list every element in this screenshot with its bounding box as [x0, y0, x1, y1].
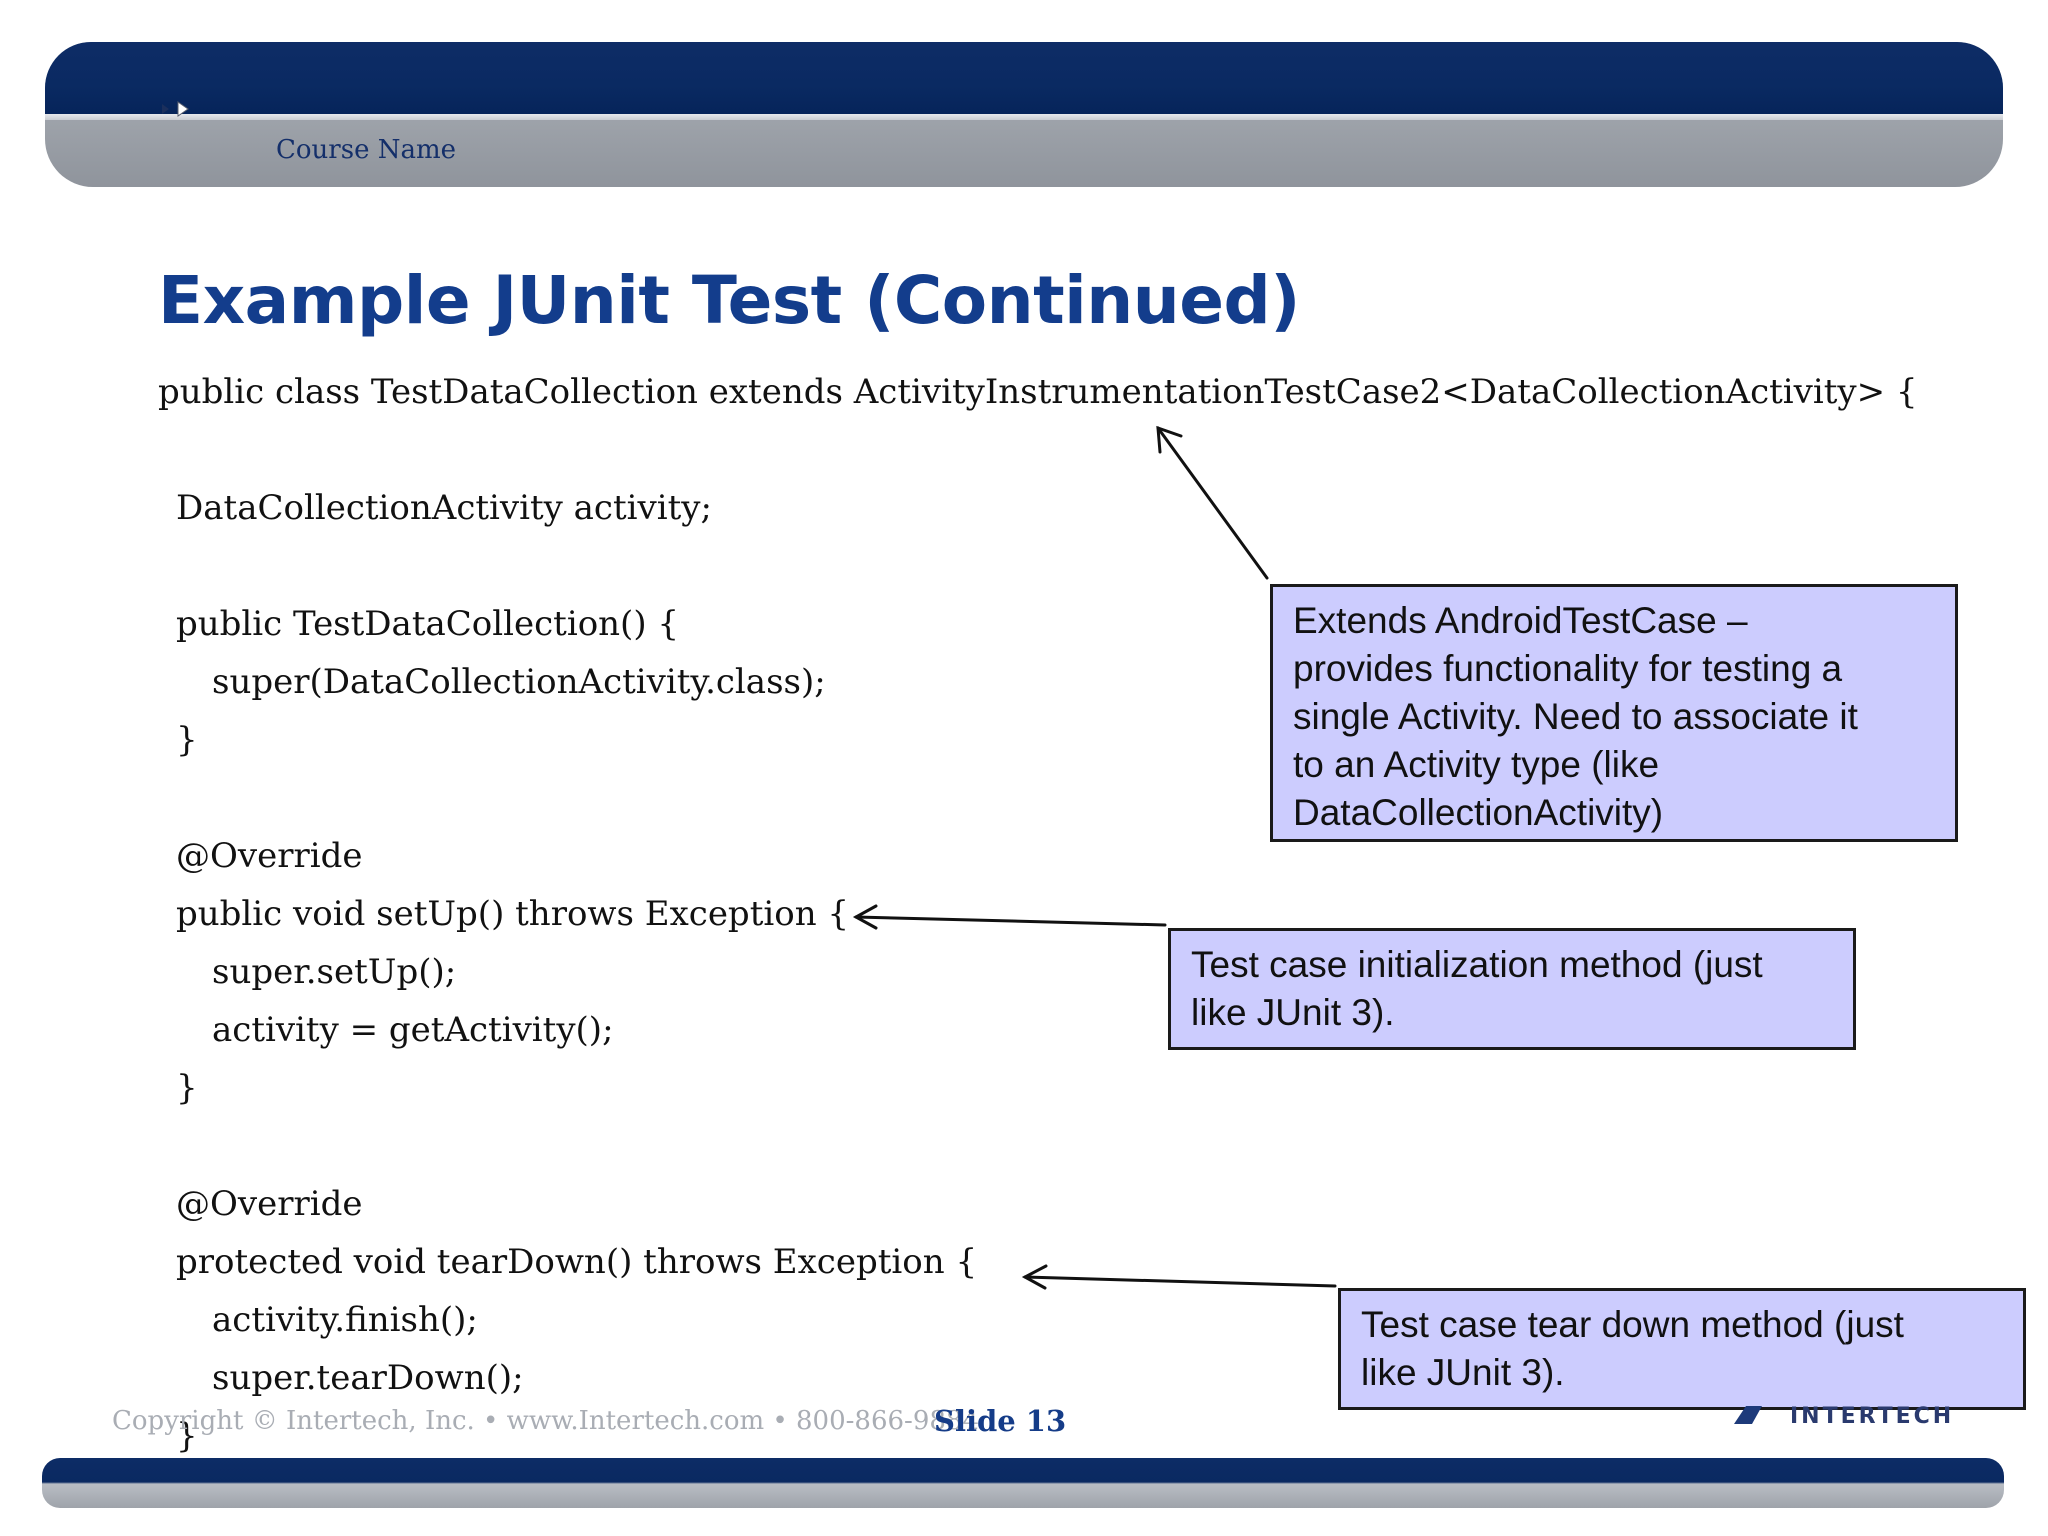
note-setup: Test case initialization method (just li… — [1168, 928, 1856, 1050]
note-teardown-line-2: like JUnit 3). — [1361, 1352, 1565, 1393]
code-line-teardown-super: super.tearDown(); — [212, 1358, 524, 1398]
header-bar — [45, 42, 2003, 187]
header-separator — [45, 114, 2003, 120]
code-line-setup-activity: activity = getActivity(); — [212, 1010, 614, 1050]
code-line-override-1: @Override — [176, 836, 363, 876]
code-line-ctor-super: super(DataCollectionActivity.class); — [212, 662, 826, 702]
note-extends-line-5: DataCollectionActivity) — [1293, 792, 1664, 833]
note-extends-line-2: provides functionality for testing a — [1293, 648, 1843, 689]
code-line-class-decl: public class TestDataCollection extends … — [158, 372, 1918, 412]
note-extends-line-4: to an Activity type (like — [1293, 744, 1660, 785]
code-line-setup-super: super.setUp(); — [212, 952, 457, 992]
note-setup-line-2: like JUnit 3). — [1191, 992, 1395, 1033]
note-teardown-line-1: Test case tear down method (just — [1361, 1304, 1904, 1345]
double-arrow-icon — [162, 101, 189, 117]
code-line-override-2: @Override — [176, 1184, 363, 1224]
logo-text: INTERTECH — [1790, 1404, 1955, 1429]
code-line-field: DataCollectionActivity activity; — [176, 488, 712, 528]
slide-title: Example JUnit Test (Continued) — [158, 262, 1300, 339]
code-line-setup-close: } — [176, 1068, 198, 1108]
note-extends-line-3: single Activity. Need to associate it — [1293, 696, 1858, 737]
note-extends-line-1: Extends AndroidTestCase – — [1293, 600, 1748, 641]
code-block: public class TestDataCollection extends … — [158, 372, 2018, 1472]
code-line-ctor-open: public TestDataCollection() { — [176, 604, 680, 644]
code-line-ctor-close: } — [176, 720, 198, 760]
note-teardown: Test case tear down method (just like JU… — [1338, 1288, 2026, 1410]
code-line-teardown-finish: activity.finish(); — [212, 1300, 478, 1340]
note-setup-line-1: Test case initialization method (just — [1191, 944, 1763, 985]
code-line-class-close: } — [176, 1416, 198, 1456]
footer-bar — [42, 1458, 2004, 1508]
code-line-teardown-decl: protected void tearDown() throws Excepti… — [176, 1242, 978, 1282]
header-navy-band — [45, 42, 2003, 114]
intertech-logo-icon — [1734, 1406, 1762, 1424]
code-line-setup-decl: public void setUp() throws Exception { — [176, 894, 850, 934]
note-extends: Extends AndroidTestCase – provides funct… — [1270, 584, 1958, 842]
slide-number: Slide 13 — [934, 1404, 1067, 1438]
course-name: Course Name — [276, 135, 457, 165]
footer-copyright: Copyright © Intertech, Inc. • www.Intert… — [112, 1406, 980, 1436]
